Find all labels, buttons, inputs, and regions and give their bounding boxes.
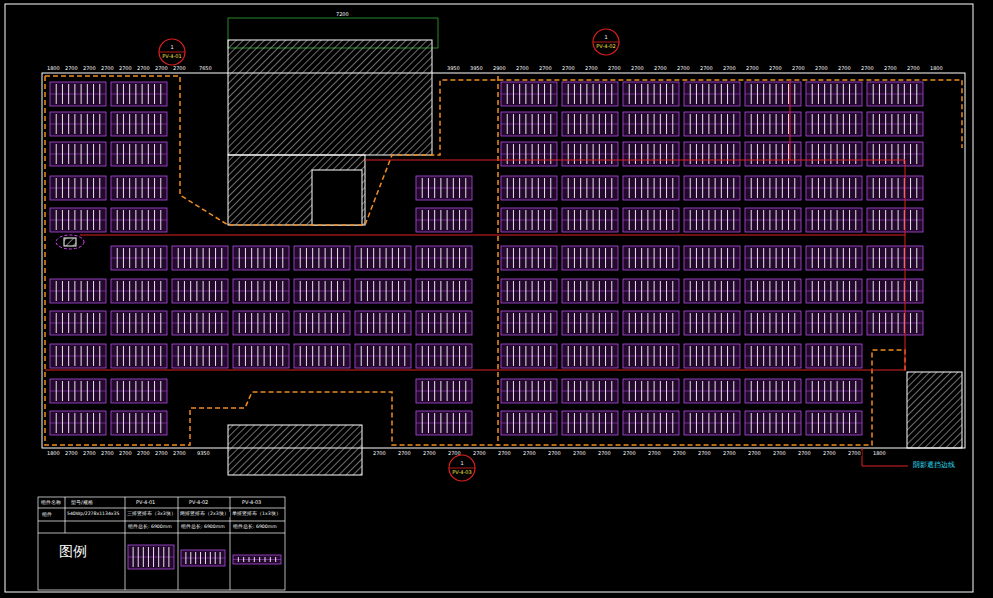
note-text: 阴影遮挡边线	[912, 462, 956, 469]
dimension-text: 2700	[372, 451, 387, 456]
table-cell: PV-4-02	[188, 500, 209, 505]
dimension-text: 1800	[46, 451, 61, 456]
callout-number: 1	[460, 461, 463, 466]
dimension-text: 2700	[136, 451, 151, 456]
dimension-text: 2700	[906, 66, 921, 71]
legend-title: 图例	[58, 544, 88, 558]
dimension-text: 2700	[154, 66, 169, 71]
dimension-text: 2700	[822, 451, 837, 456]
dimension-text: 2700	[768, 66, 783, 71]
dimension-text: 2700	[860, 66, 875, 71]
table-cell: PV-4-01	[135, 500, 156, 505]
dimension-text: 2700	[584, 66, 599, 71]
dimension-text: 2700	[547, 451, 562, 456]
section-code: PV-4-02	[596, 44, 615, 49]
table-cell: 单排竖排布（1x3块）	[231, 512, 282, 517]
dimension-text: 2700	[791, 66, 806, 71]
pv-arrays	[50, 82, 923, 435]
dimension-text: 2700	[722, 451, 737, 456]
legend-samples	[128, 545, 281, 569]
dimension-text: 2900	[492, 66, 507, 71]
marker-circle	[448, 454, 476, 482]
marker-circle	[592, 28, 620, 56]
dimension-text: 2700	[118, 451, 133, 456]
dimension-text: 2700	[561, 66, 576, 71]
dimension-text: 2700	[82, 66, 97, 71]
section-code: PV-4-01	[162, 54, 181, 59]
dimension-text: 9350	[196, 451, 211, 456]
dimension-text: 2700	[597, 451, 612, 456]
dimension-text: 7200	[335, 12, 350, 17]
dimension-text: 1800	[929, 66, 944, 71]
dimension-text: 2700	[64, 451, 79, 456]
dimension-text: 2700	[154, 451, 169, 456]
callout-number: 1	[604, 35, 607, 40]
table-cell: PV-4-03	[241, 500, 262, 505]
table-cell: 组件总长: 6900mm	[127, 525, 173, 530]
dimension-text: 2700	[772, 451, 787, 456]
table-cell: 540Wp/2278x1134x35	[66, 512, 120, 517]
dimension-text: 2700	[172, 451, 187, 456]
dimension-text: 2700	[653, 66, 668, 71]
dimension-text: 2700	[422, 451, 437, 456]
dimension-text: 2700	[883, 66, 898, 71]
table-cell: 组件总长: 6900mm	[232, 525, 278, 530]
dimension-text: 2700	[515, 66, 530, 71]
table-cell: 组件总长: 6900mm	[180, 525, 226, 530]
dimension-text: 2700	[722, 66, 737, 71]
dimension-text: 3950	[446, 66, 461, 71]
section-marker: 1PV-4-02	[592, 28, 620, 56]
callout-number: 1	[170, 45, 173, 50]
dimension-text: 2700	[64, 66, 79, 71]
dimension-text: 2700	[847, 451, 862, 456]
marker-circle	[158, 38, 186, 66]
dimension-text: 2700	[622, 451, 637, 456]
section-marker: 1PV-4-03	[448, 454, 476, 482]
table-cell: 组件名称	[40, 500, 62, 505]
dimension-text: 2700	[82, 451, 97, 456]
dimension-text: 1800	[46, 66, 61, 71]
dimension-text: 2700	[397, 451, 412, 456]
table-cell: 三排竖排布（3x3块）	[126, 512, 177, 517]
dimension-text: 3950	[469, 66, 484, 71]
dimension-text: 2700	[814, 66, 829, 71]
dimension-text: 2700	[522, 451, 537, 456]
dimension-text: 2700	[747, 451, 762, 456]
table-cell: 两排竖排布（2x3块）	[179, 512, 230, 517]
dimension-text: 2700	[672, 451, 687, 456]
dimension-text: 2700	[647, 451, 662, 456]
dimension-text: 2700	[172, 66, 187, 71]
dimension-text: 2700	[699, 66, 714, 71]
dimension-text: 2700	[538, 66, 553, 71]
dimension-text: 2700	[837, 66, 852, 71]
dimension-text: 2700	[118, 66, 133, 71]
dimension-text: 2700	[472, 451, 487, 456]
dimension-text: 2700	[630, 66, 645, 71]
table-cell: 型号/规格	[70, 500, 94, 505]
dimension-text: 2700	[676, 66, 691, 71]
dimension-text: 2700	[607, 66, 622, 71]
section-marker: 1PV-4-01	[158, 38, 186, 66]
section-code: PV-4-03	[452, 470, 471, 475]
dimension-text: 2700	[100, 66, 115, 71]
dimension-text: 7650	[198, 66, 213, 71]
dimension-text: 1800	[872, 451, 887, 456]
dimension-text: 2700	[697, 451, 712, 456]
dimension-text: 2700	[797, 451, 812, 456]
dimension-text: 2700	[745, 66, 760, 71]
dimension-text: 2700	[100, 451, 115, 456]
table-cell: 组件	[41, 512, 53, 517]
dimension-text: 2700	[136, 66, 151, 71]
dimension-text: 2700	[572, 451, 587, 456]
dimension-text: 2700	[497, 451, 512, 456]
